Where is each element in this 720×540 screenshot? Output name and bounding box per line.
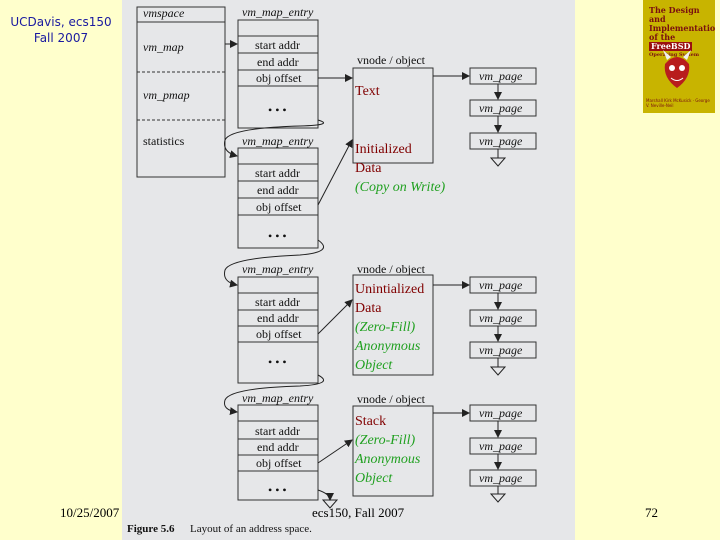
vnode-object-label-3: vnode / object bbox=[357, 392, 426, 406]
vnode-object-label-1: vnode / object bbox=[357, 53, 426, 67]
svg-text:start addr: start addr bbox=[255, 295, 300, 309]
segment-initialized-data: Initialized Data (Copy on Write) bbox=[355, 142, 446, 195]
segment-stack: Stack (Zero-Fill) Anonymous Object bbox=[355, 414, 421, 486]
statistics-label: statistics bbox=[143, 134, 185, 148]
svg-text:vm_page: vm_page bbox=[479, 101, 523, 115]
vnode-object-box-3 bbox=[352, 405, 434, 497]
vnode-object-label-2: vnode / object bbox=[357, 262, 426, 276]
svg-text:• • •: • • • bbox=[268, 229, 287, 243]
map-entry-3 bbox=[237, 276, 319, 384]
map-entry-label-4: vm_map_entry bbox=[242, 391, 314, 405]
svg-text:• • •: • • • bbox=[268, 355, 287, 369]
svg-text:start addr: start addr bbox=[255, 38, 300, 52]
svg-text:vm_page: vm_page bbox=[479, 69, 523, 83]
svg-text:vm_page: vm_page bbox=[479, 471, 523, 485]
svg-text:vm_page: vm_page bbox=[479, 278, 523, 292]
caption-text: Layout of an address space. bbox=[190, 523, 312, 535]
map-entry-label-3: vm_map_entry bbox=[242, 262, 314, 276]
book-title: The Design and Implementation of the Fre… bbox=[649, 5, 715, 58]
caption-prefix: Figure 5.6 bbox=[127, 523, 175, 535]
svg-text:vm_page: vm_page bbox=[479, 343, 523, 357]
map-entry-label-2: vm_map_entry bbox=[242, 134, 314, 148]
svg-text:vm_page: vm_page bbox=[479, 439, 523, 453]
map-entry-2 bbox=[237, 147, 319, 249]
course-name: UCDavis, ecs150 bbox=[10, 15, 112, 29]
svg-text:start addr: start addr bbox=[255, 424, 300, 438]
svg-text:end addr: end addr bbox=[257, 311, 299, 325]
vmspace-label: vmspace bbox=[143, 6, 185, 20]
segment-text: Text bbox=[355, 84, 380, 99]
daemon-mascot-icon bbox=[663, 50, 691, 88]
footer-page-number: 72 bbox=[645, 505, 658, 520]
svg-text:obj offset: obj offset bbox=[256, 456, 302, 470]
svg-text:end addr: end addr bbox=[257, 183, 299, 197]
svg-text:start addr: start addr bbox=[255, 166, 300, 180]
vm-map-label: vm_map bbox=[143, 40, 184, 54]
svg-text:obj offset: obj offset bbox=[256, 71, 302, 85]
book-cover-image: The Design and Implementation of the Fre… bbox=[643, 0, 715, 113]
svg-text:vm_page: vm_page bbox=[479, 311, 523, 325]
svg-text:obj offset: obj offset bbox=[256, 200, 302, 214]
segment-uninitialized-data: Unintialized Data (Zero-Fill) Anonymous … bbox=[355, 282, 425, 373]
map-entry-1 bbox=[237, 19, 319, 129]
figure-panel bbox=[122, 0, 575, 540]
vnode-object-box-2 bbox=[352, 274, 434, 376]
svg-text:vm_page: vm_page bbox=[479, 406, 523, 420]
map-entry-4 bbox=[237, 404, 319, 501]
vnode-object-box-1 bbox=[352, 67, 434, 164]
course-header: UCDavis, ecs150 Fall 2007 bbox=[6, 14, 116, 46]
vmspace-box bbox=[136, 6, 226, 178]
svg-text:vm_page: vm_page bbox=[479, 134, 523, 148]
svg-text:obj offset: obj offset bbox=[256, 327, 302, 341]
svg-text:end addr: end addr bbox=[257, 440, 299, 454]
svg-text:• • •: • • • bbox=[268, 483, 287, 497]
book-authors: Marshall Kirk McKusick · George V. Nevil… bbox=[646, 98, 710, 108]
map-entry-label-1: vm_map_entry bbox=[242, 5, 314, 19]
vm-pmap-label: vm_pmap bbox=[143, 88, 190, 102]
svg-text:• • •: • • • bbox=[268, 103, 287, 117]
svg-text:end addr: end addr bbox=[257, 55, 299, 69]
course-term: Fall 2007 bbox=[33, 31, 89, 45]
footer-course: ecs150, Fall 2007 bbox=[312, 505, 405, 520]
footer-date: 10/25/2007 bbox=[60, 505, 120, 520]
